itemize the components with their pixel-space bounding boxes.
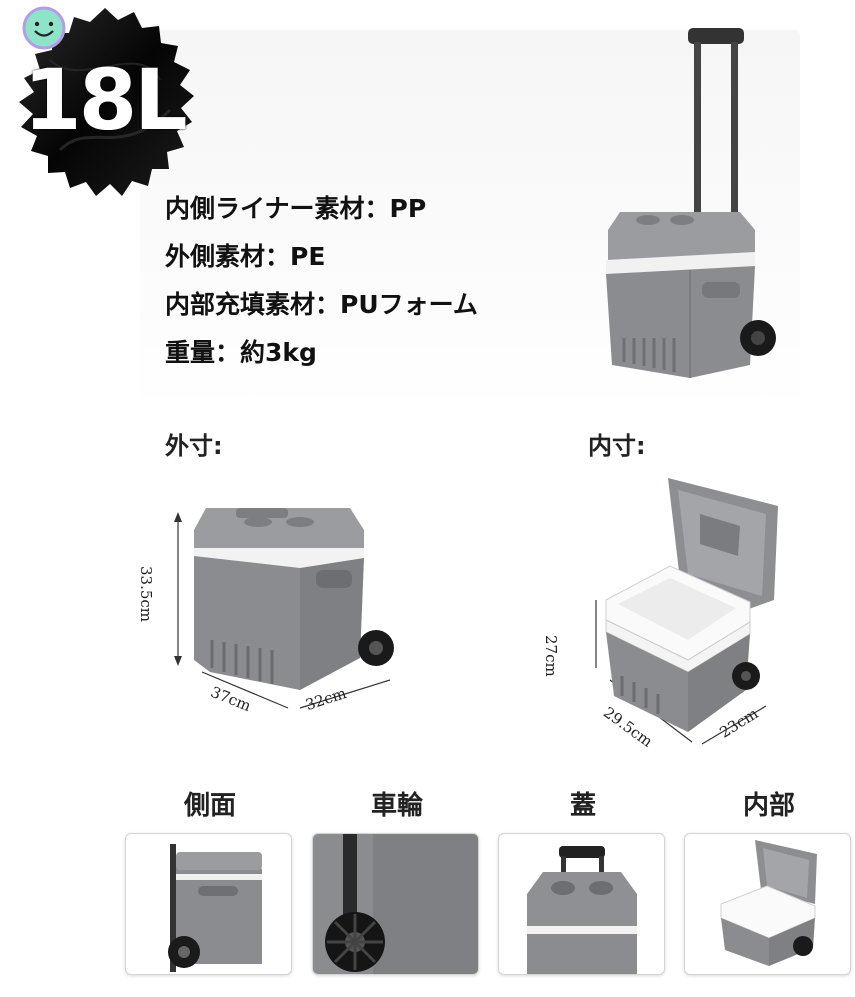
thumb-lid[interactable] [498, 833, 665, 975]
spec-filling-material: 内部充填素材：PUフォーム [165, 290, 478, 319]
spec-outer-material: 外側素材：PE [165, 242, 326, 271]
thumb-wheel[interactable] [312, 833, 479, 975]
thumb-wheel-image [313, 834, 478, 974]
thumb-side-image [168, 844, 262, 972]
capacity-label: 18L [23, 51, 187, 149]
smiley-icon [22, 6, 66, 50]
thumb-side[interactable] [125, 833, 292, 975]
thumb-label-side: 側面 [183, 791, 236, 821]
thumb-label-wheel: 車輪 [370, 791, 423, 821]
spec-weight: 重量：約3kg [165, 338, 317, 367]
thumb-interior-image [720, 840, 817, 966]
outer-height-label: 33.5cm [137, 565, 156, 623]
outer-dimensions-title: 外寸: [165, 432, 223, 460]
spec-liner-material: 内側ライナー素材：PP [165, 194, 427, 223]
inner-dimensions-diagram [595, 478, 778, 745]
inner-height-label: 27cm [542, 635, 560, 677]
thumb-lid-image [527, 846, 637, 974]
hero-cooler-image [606, 28, 776, 378]
thumb-label-lid: 蓋 [569, 791, 596, 821]
thumb-label-interior: 内部 [742, 791, 795, 821]
thumb-interior[interactable] [684, 833, 851, 975]
outer-dimensions-diagram [174, 508, 394, 709]
capacity-badge [19, 6, 194, 196]
inner-dimensions-title: 内寸: [588, 432, 646, 460]
